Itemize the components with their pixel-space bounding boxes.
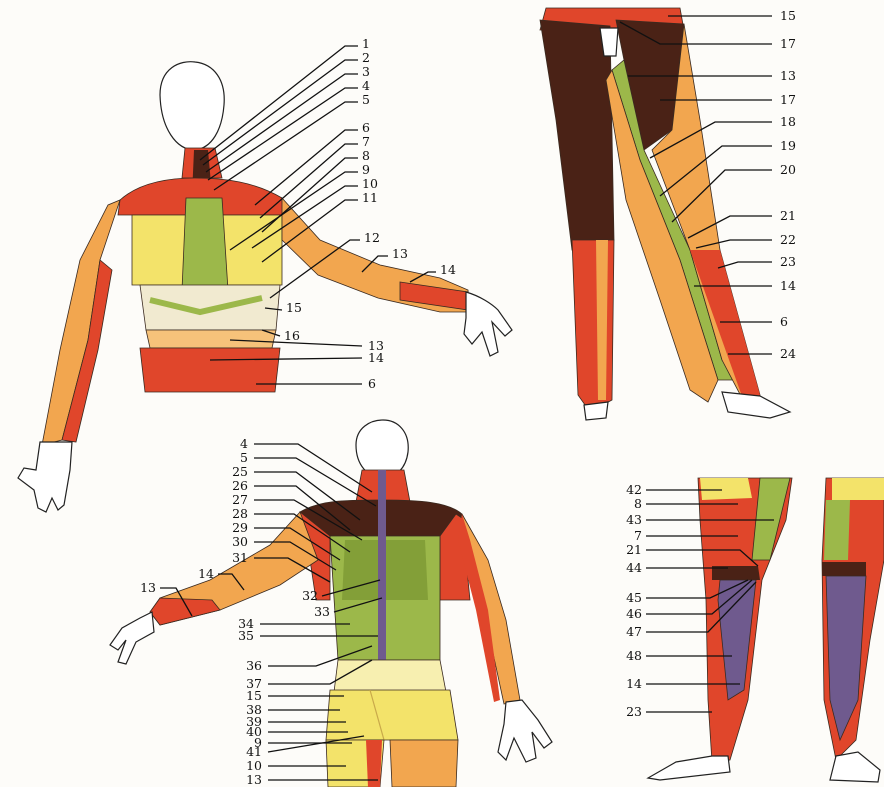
region-number-label: 6 — [368, 376, 376, 391]
region-number-label: 25 — [232, 464, 248, 479]
anterior-legs-figure — [540, 8, 790, 420]
region-number-label: 10 — [362, 176, 378, 191]
region-number-label: 14 — [198, 566, 214, 581]
region-number-label: 30 — [232, 534, 248, 549]
region-number-label: 31 — [232, 550, 248, 565]
region-number-label: 15 — [246, 688, 262, 703]
region-number-label: 23 — [780, 254, 796, 269]
region-number-label: 36 — [246, 658, 262, 673]
region-number-label: 14 — [780, 278, 796, 293]
region-number-label: 32 — [302, 588, 318, 603]
region-number-label: 33 — [314, 604, 330, 619]
region-number-label: 27 — [232, 492, 248, 507]
region-number-label: 14 — [440, 262, 456, 277]
posterior-legs-figure — [648, 478, 884, 782]
region-number-label: 41 — [246, 744, 262, 759]
region-number-label: 14 — [368, 350, 384, 365]
region-number-label: 24 — [780, 346, 796, 361]
region-number-label: 9 — [362, 162, 370, 177]
region-number-label: 4 — [240, 436, 248, 451]
region-number-label: 46 — [626, 606, 642, 621]
region-number-label: 18 — [780, 114, 796, 129]
region-number-label: 2 — [362, 50, 370, 65]
region-number-label: 14 — [626, 676, 642, 691]
leader-line — [718, 262, 772, 268]
region-number-label: 28 — [232, 506, 248, 521]
region-number-label: 13 — [780, 68, 796, 83]
region-number-label: 8 — [362, 148, 370, 163]
region-number-label: 10 — [246, 758, 262, 773]
region-number-label: 35 — [238, 628, 254, 643]
region-number-label: 3 — [362, 64, 370, 79]
region-number-label: 13 — [140, 580, 156, 595]
region-number-label: 15 — [286, 300, 302, 315]
region-number-label: 19 — [780, 138, 796, 153]
region-number-label: 5 — [362, 92, 370, 107]
region-number-label: 22 — [780, 232, 796, 247]
region-number-label: 45 — [626, 590, 642, 605]
region-number-label: 5 — [240, 450, 248, 465]
region-number-label: 6 — [362, 120, 370, 135]
region-number-label: 13 — [246, 772, 262, 787]
region-number-label: 15 — [780, 8, 796, 23]
region-number-label: 23 — [626, 704, 642, 719]
region-number-label: 16 — [284, 328, 300, 343]
region-number-label: 6 — [780, 314, 788, 329]
region-number-label: 47 — [626, 624, 642, 639]
region-number-label: 21 — [780, 208, 796, 223]
region-number-label: 29 — [232, 520, 248, 535]
region-number-label: 7 — [634, 528, 642, 543]
region-number-label: 26 — [232, 478, 248, 493]
region-number-label: 12 — [364, 230, 380, 245]
region-number-label: 43 — [626, 512, 642, 527]
region-number-label: 17 — [780, 36, 796, 51]
region-number-label: 48 — [626, 648, 642, 663]
region-number-label: 42 — [626, 482, 642, 497]
region-number-label: 13 — [392, 246, 408, 261]
leader-line — [206, 74, 358, 172]
region-number-label: 44 — [626, 560, 642, 575]
region-number-label: 1 — [362, 36, 370, 51]
leader-line — [203, 60, 358, 165]
region-number-label: 8 — [634, 496, 642, 511]
region-number-label: 4 — [362, 78, 370, 93]
region-number-label: 20 — [780, 162, 796, 177]
region-number-label: 21 — [626, 542, 642, 557]
region-number-label: 7 — [362, 134, 370, 149]
region-number-label: 11 — [362, 190, 378, 205]
region-number-label: 17 — [780, 92, 796, 107]
